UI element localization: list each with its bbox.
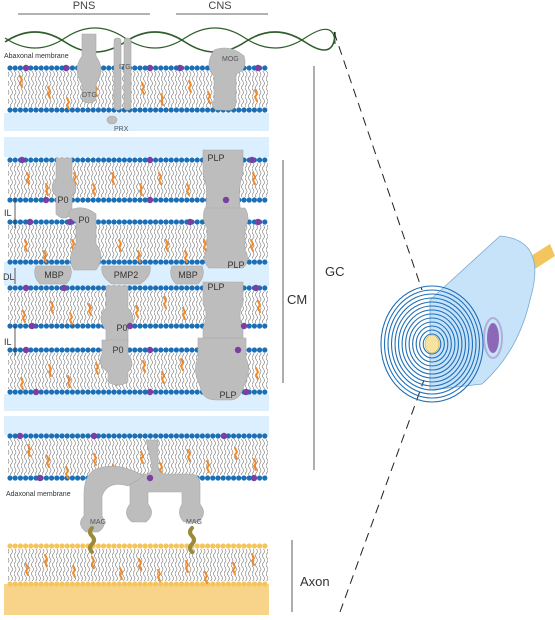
p0-label-3: P0 (116, 323, 127, 333)
dl-label: DL (3, 272, 15, 282)
il-label-2: IL (4, 337, 12, 347)
il-label-1: IL (4, 208, 12, 218)
myelin-spiral (380, 285, 484, 403)
plp-label-4: PLP (219, 390, 236, 400)
dtg-protein (76, 33, 102, 104)
p0-label-2: P0 (78, 215, 89, 225)
itg-label: ITG (119, 64, 131, 71)
mag-label-left: MAG (90, 519, 106, 526)
mog-protein (208, 47, 246, 111)
axon-label: Axon (300, 574, 330, 589)
mag-axon-linkers (88, 526, 196, 554)
adaxonal-membrane-label: Adaxonal membrane (6, 491, 71, 498)
p0-protein-1 (51, 157, 77, 219)
pns-label: PNS (73, 0, 96, 12)
mog-label: MOG (222, 56, 239, 63)
membrane-proteins (34, 33, 249, 533)
bilayer-7 (7, 543, 268, 587)
cytoplasm-band-1 (4, 113, 269, 131)
protein-labels: DTG ITG PRX MOG MAG MAG (82, 56, 239, 526)
gc-label: GC (325, 264, 345, 279)
pmp2-label: PMP2 (114, 270, 139, 280)
mbp-label-2: MBP (178, 270, 198, 280)
mag-linker-left (88, 526, 96, 554)
mbp-protein-1 (34, 265, 72, 285)
p0-label-4: P0 (112, 345, 123, 355)
glial-nucleus-halo (483, 317, 503, 359)
cytoplasm-band-4 (4, 416, 269, 435)
glycosylation-sites (16, 64, 262, 482)
cns-label: CNS (208, 0, 231, 12)
plp-protein-2 (203, 207, 249, 269)
region-brackets (282, 66, 315, 612)
prx-protein (106, 115, 118, 125)
abaxonal-wave (4, 31, 336, 53)
mag-linker-right (188, 526, 196, 554)
plp-label-2: PLP (227, 260, 244, 270)
mag-protein-left (80, 465, 145, 533)
myelin-sheath-cylinder (380, 235, 555, 403)
prx-label: PRX (114, 126, 129, 133)
mbp-label-1: MBP (44, 270, 64, 280)
mbp-protein-2 (170, 265, 204, 285)
zoom-line-top (333, 31, 423, 291)
abaxonal-membrane-label: Abaxonal membrane (4, 53, 69, 60)
sheath-body (429, 235, 536, 391)
plp-label-3: PLP (207, 282, 224, 292)
p0-protein-3 (100, 285, 134, 346)
itg-protein-b (123, 37, 132, 111)
p0-label-1: P0 (57, 195, 68, 205)
bilayer-6 (7, 433, 268, 481)
mag-label-right: MAG (186, 519, 202, 526)
dtg-label: DTG (82, 92, 97, 99)
zoom-line-bottom (339, 379, 425, 613)
protein-labels-major: P0 P0 PLP PLP MBP PMP2 MBP PLP P0 P0 PLP (44, 153, 244, 400)
cm-label: CM (287, 292, 307, 307)
axon-core (424, 334, 440, 354)
plp-protein-4 (195, 337, 249, 401)
abaxonal-wave-2 (4, 27, 336, 49)
glial-nucleus (487, 323, 499, 353)
cytoplasm-band-3 (4, 394, 269, 411)
plp-label-1: PLP (207, 153, 224, 163)
p0-protein-4 (99, 339, 133, 386)
pmp2-protein (101, 265, 151, 285)
axoplasm-band (4, 584, 269, 615)
itg-protein-a (113, 37, 122, 111)
